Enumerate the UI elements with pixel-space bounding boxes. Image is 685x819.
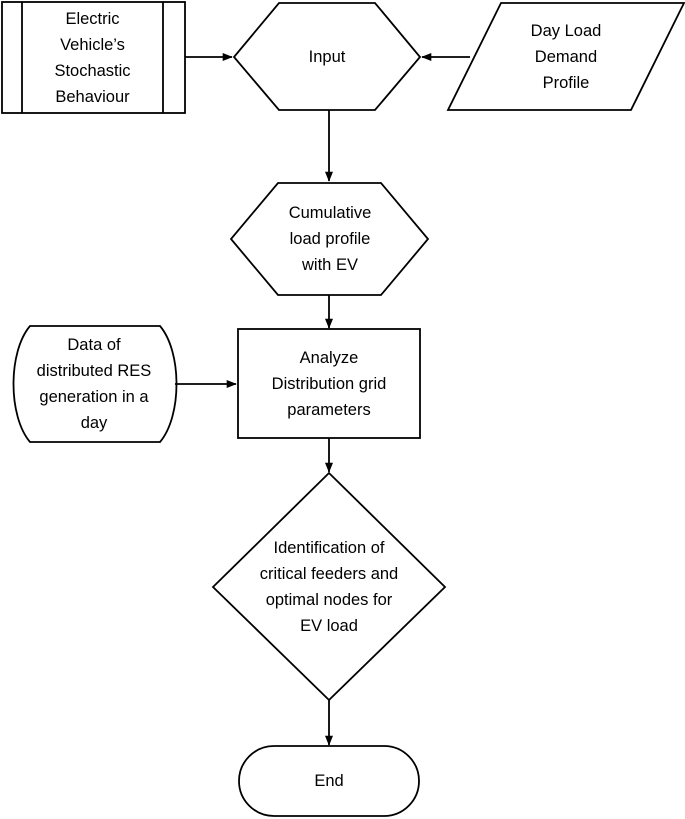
node-analyze-distribution-grid[interactable]: [237, 328, 421, 439]
node-cumulative-load-profile[interactable]: [229, 182, 430, 296]
node-input[interactable]: [232, 2, 422, 111]
node-end[interactable]: [238, 745, 420, 817]
node-identification-critical-feeders[interactable]: [211, 471, 447, 702]
node-day-load-demand-profile[interactable]: [446, 2, 685, 111]
node-ev-stochastic-behaviour[interactable]: [1, 1, 186, 114]
node-data-of-distributed-res[interactable]: [12, 325, 178, 443]
